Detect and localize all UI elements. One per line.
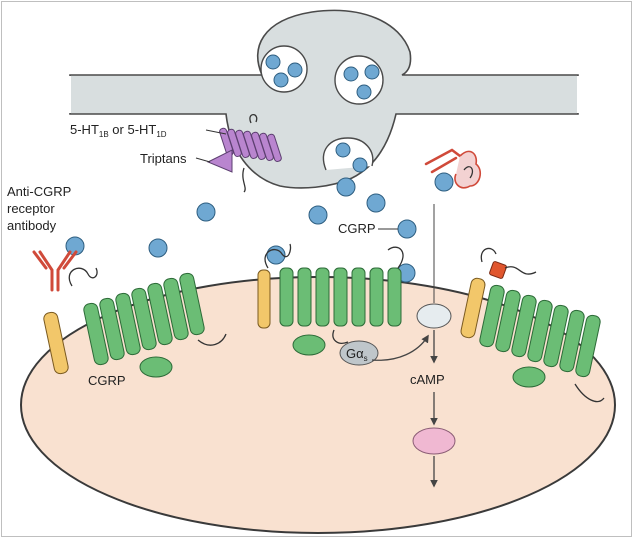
cgrp-molecules <box>65 172 454 283</box>
camp-label: cAMP <box>410 372 445 387</box>
g-alpha-label: Gαs <box>346 346 368 363</box>
triptans-label: Triptans <box>140 151 187 166</box>
triptans-leader-line <box>195 157 211 163</box>
g-alpha-protein <box>339 340 379 366</box>
cgrp-molecule <box>434 172 454 192</box>
vesicle-1 <box>260 45 308 93</box>
presynaptic-neuron <box>65 9 583 189</box>
cgrp-molecule <box>397 219 417 239</box>
serotonin-receptor <box>219 113 282 193</box>
receptor-label: 5-HT1B or 5-HT1D <box>70 122 167 139</box>
cgrp-receptor-label: CGRP <box>88 373 126 388</box>
anti-cgrp-label-line1: Anti-CGRP <box>7 184 71 199</box>
g-alpha-arrow <box>371 334 429 361</box>
cgrp-ligand-antibody-cluster <box>424 148 482 189</box>
cgrp-molecule <box>366 193 386 213</box>
cgrp-molecule <box>148 238 168 258</box>
anti-cgrp-antibody <box>32 250 78 292</box>
vesicle-2 <box>334 55 384 105</box>
cgrp-molecule <box>308 205 328 225</box>
anti-cgrp-label-line2: receptor <box>7 201 55 216</box>
receptor-blocker <box>489 261 507 279</box>
cgrp-ligand-label: CGRP <box>338 221 376 236</box>
vesicle-releasing <box>322 137 374 173</box>
cgrp-receptor-center <box>257 243 404 356</box>
cgrp-molecule <box>196 202 216 222</box>
cgrp-molecule <box>336 177 356 197</box>
cgrp-receptor-left <box>43 267 227 378</box>
triptan-molecule <box>206 149 233 173</box>
adenylyl-cyclase <box>416 303 452 329</box>
pka-enzyme <box>412 427 456 455</box>
anti-cgrp-label-line3: antibody <box>7 218 57 233</box>
cgrp-receptor-right <box>460 247 605 403</box>
receptor-leader-line <box>205 129 227 135</box>
